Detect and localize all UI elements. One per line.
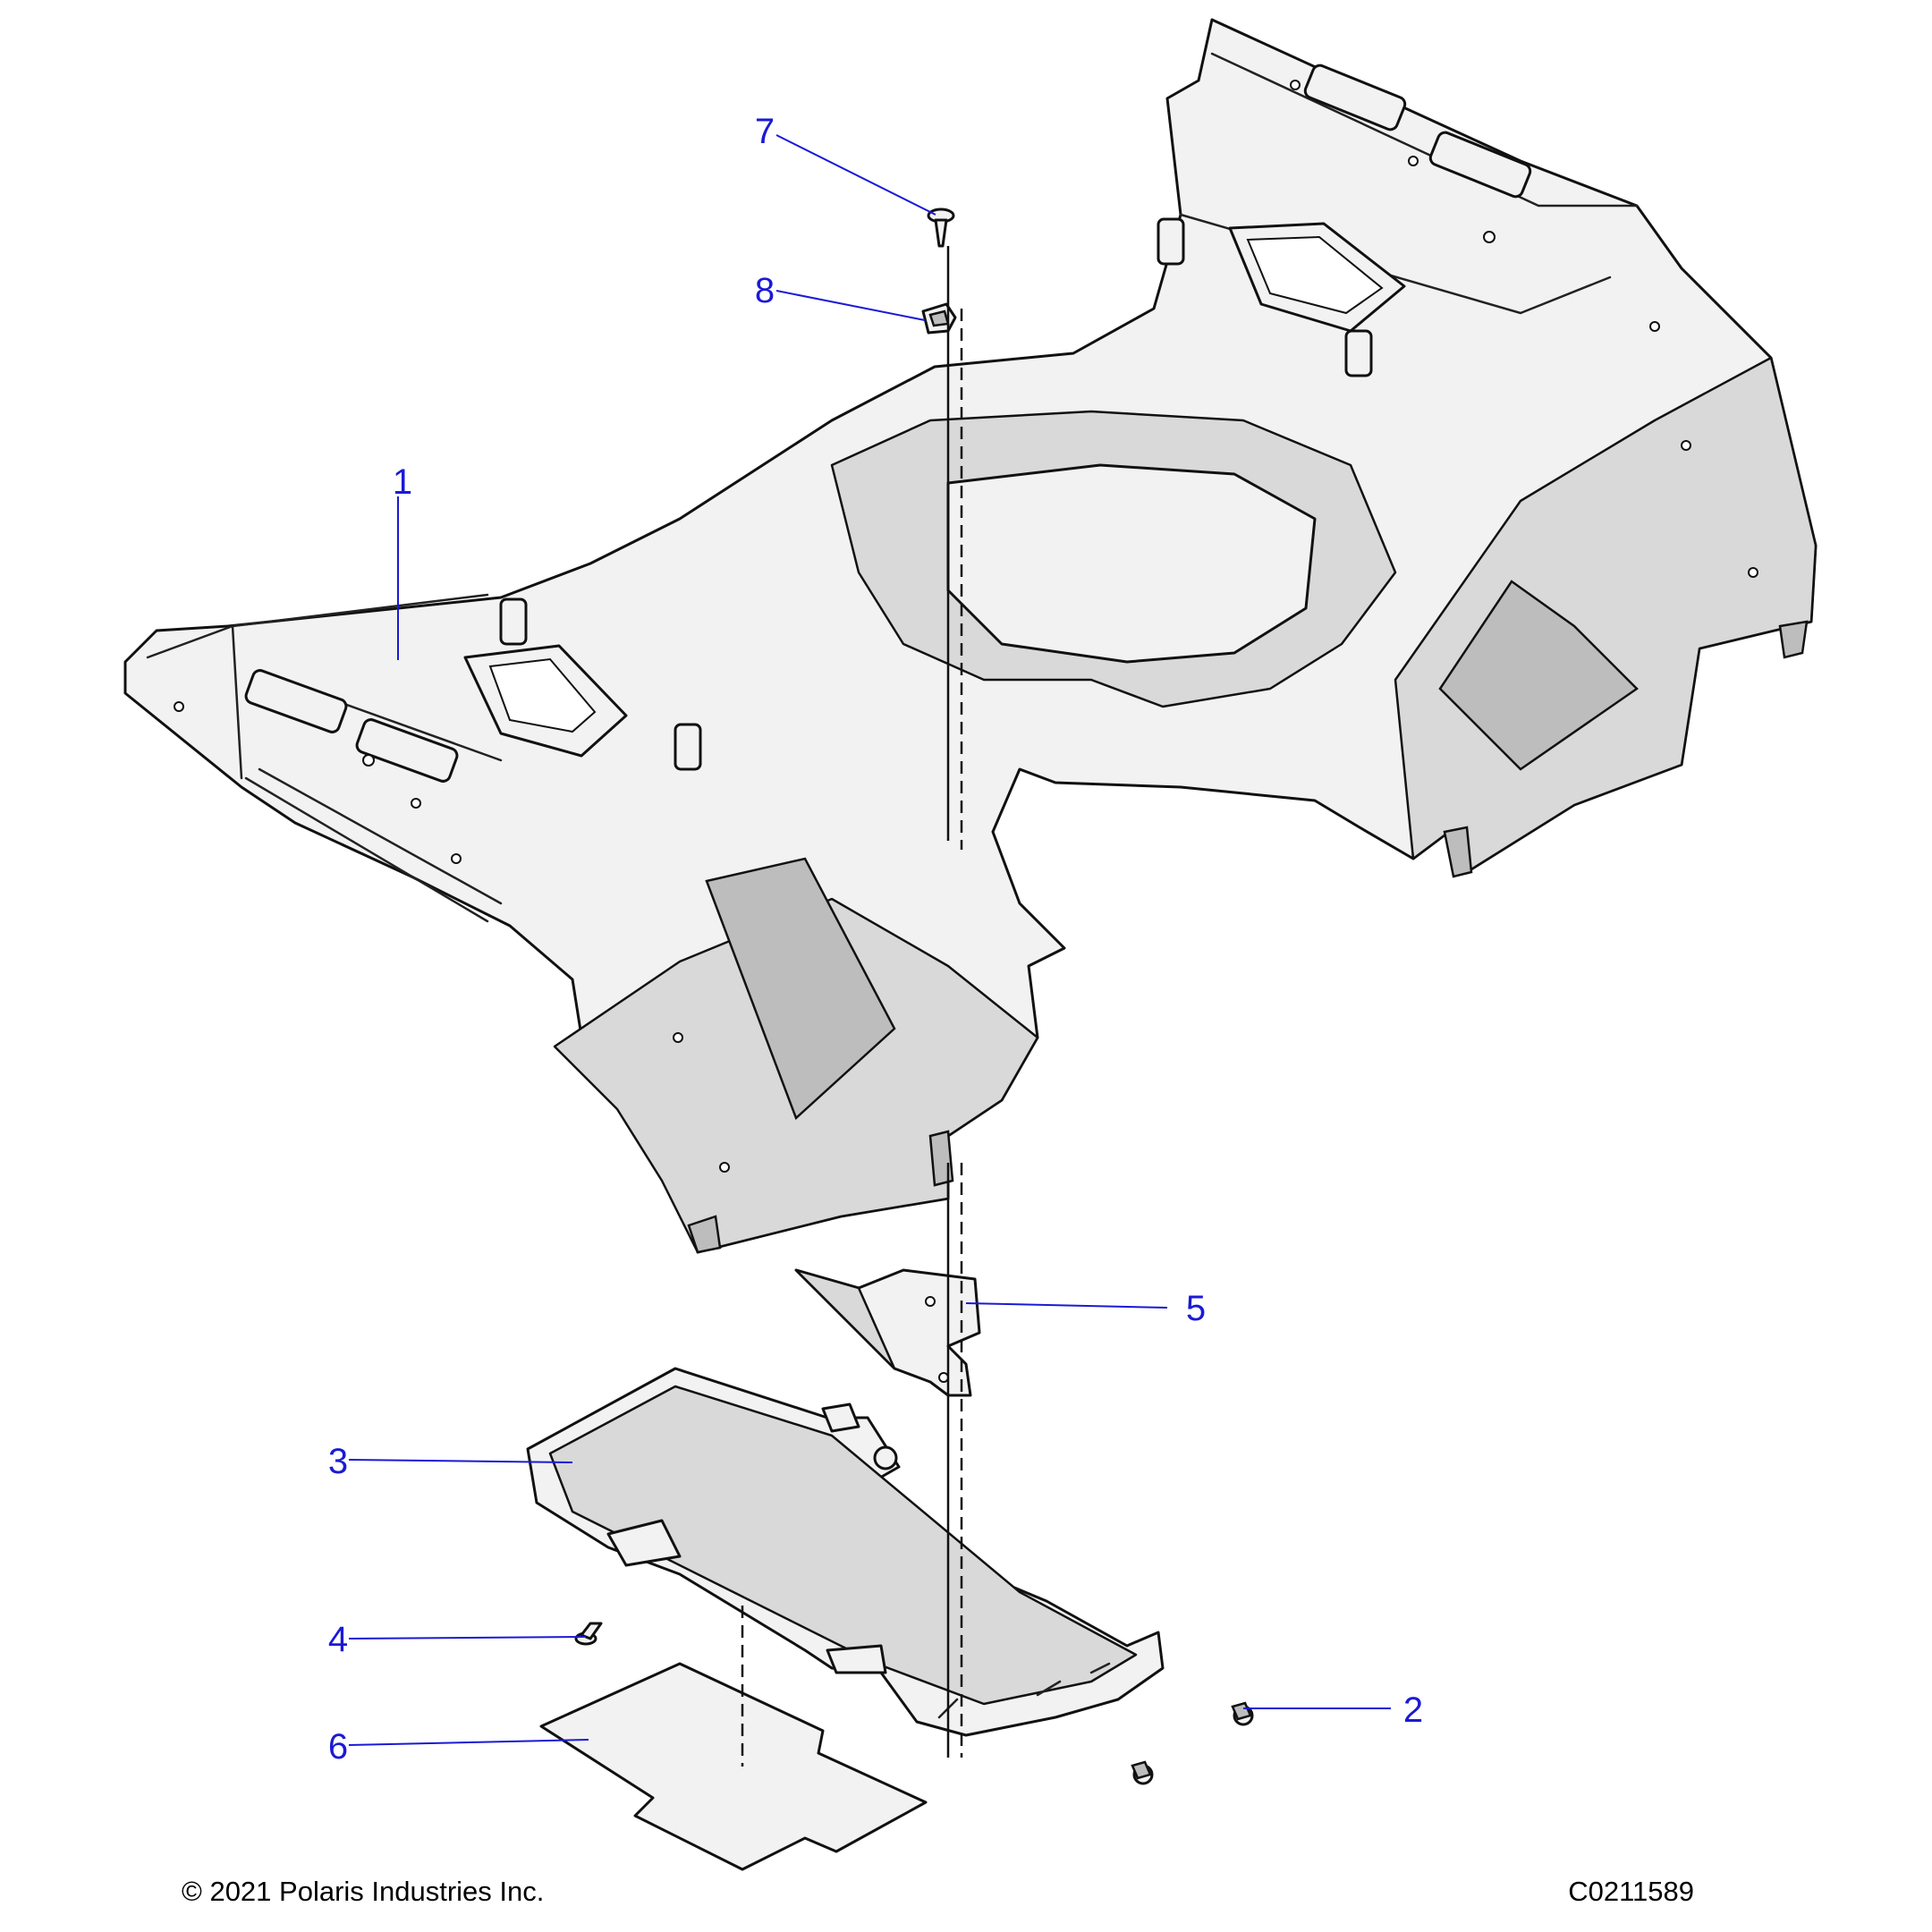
- leader-7: [775, 134, 936, 216]
- callout-5: 5: [1186, 1289, 1206, 1328]
- leader-8: [775, 290, 926, 321]
- leader-3: [348, 1459, 573, 1463]
- push-rivet: [1131, 1701, 1254, 1785]
- pad: [539, 1662, 928, 1871]
- callout-2: 2: [1403, 1690, 1423, 1730]
- screw: [927, 208, 955, 248]
- callout-7: 7: [755, 112, 775, 151]
- clip-nut: [921, 302, 957, 335]
- callout-1: 1: [393, 462, 412, 502]
- leader-lines: [348, 134, 1391, 1746]
- assembly-axis-lines: [741, 246, 963, 1767]
- callout-6: 6: [328, 1727, 348, 1767]
- storage-tray: [526, 1367, 1165, 1737]
- copyright-text: © 2021 Polaris Industries Inc.: [182, 1876, 544, 1907]
- callout-4: 4: [328, 1620, 348, 1659]
- fender-assembly: [123, 18, 1818, 1254]
- callout-8: 8: [755, 271, 775, 310]
- drawing-number: C0211589: [1568, 1876, 1694, 1907]
- leader-4: [348, 1636, 587, 1640]
- callout-3: 3: [328, 1442, 348, 1481]
- leader-6: [348, 1739, 589, 1746]
- push-pin: [574, 1622, 603, 1646]
- leader-5: [965, 1302, 1168, 1309]
- callout-labels: 1 2 3 4 5 6 7 8: [328, 112, 1423, 1767]
- bracket: [794, 1268, 981, 1397]
